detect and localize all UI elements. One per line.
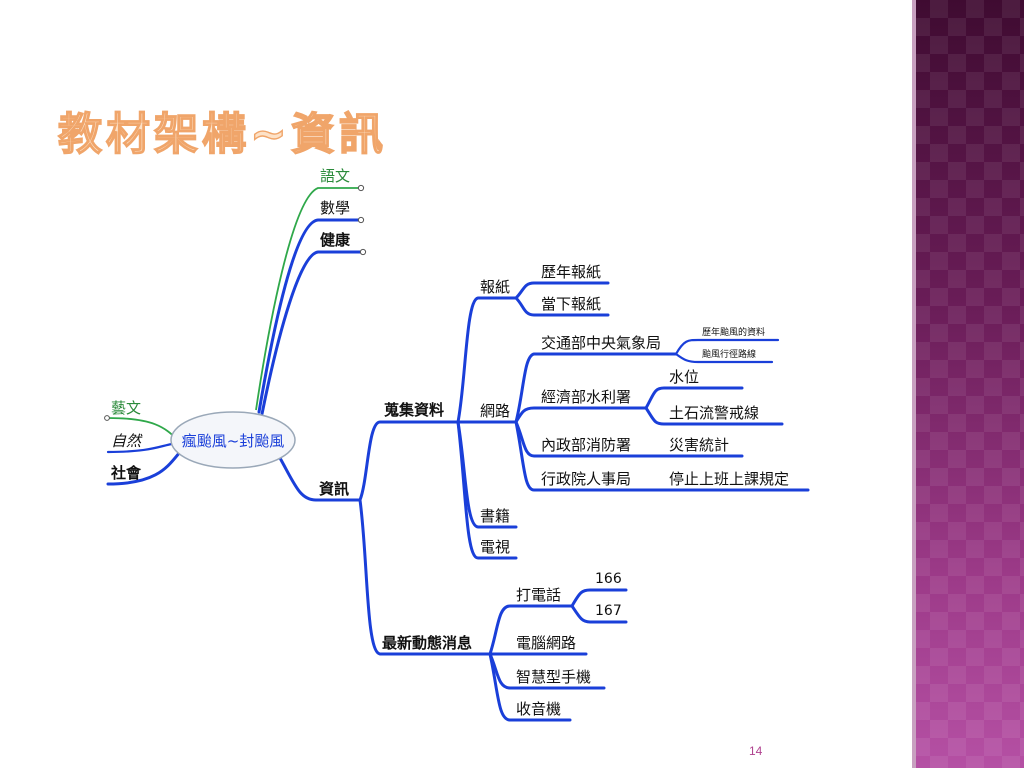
node-cwb-history: 歷年颱風的資料 (702, 326, 765, 338)
branch-line-yuwen (255, 187, 360, 411)
subject-arts: 藝文 (111, 399, 141, 417)
decorative-side-panel (912, 0, 1024, 768)
node-info: 資訊 (319, 480, 349, 498)
node-paper-now: 當下報紙 (541, 295, 601, 313)
branch-line-info (278, 456, 362, 502)
branch-line-water-level (644, 386, 744, 410)
node-radio: 收音機 (516, 700, 561, 718)
branch-line-latest (358, 498, 492, 656)
node-166: 166 (595, 571, 622, 587)
node-paper-past: 歷年報紙 (541, 263, 601, 281)
subject-health: 健康 (320, 231, 351, 249)
node-smartphone: 智慧型手機 (516, 668, 591, 686)
node-dot (357, 184, 365, 192)
branch-line-radio (488, 652, 572, 722)
branch-line-society (106, 450, 182, 486)
node-network: 網路 (480, 402, 510, 420)
node-books: 書籍 (480, 507, 510, 525)
subject-nature: 自然 (111, 432, 143, 450)
node-cwb-track: 颱風行徑路線 (702, 348, 756, 360)
node-computer: 電腦網路 (516, 634, 576, 652)
branch-line-health (260, 250, 364, 416)
upper-branches (255, 184, 367, 416)
branch-line-167 (570, 604, 628, 624)
subject-yuwen: 語文 (320, 167, 350, 185)
node-latest: 最新動態消息 (382, 634, 472, 652)
branch-line-166 (570, 588, 628, 608)
branch-line-newspaper (456, 296, 518, 424)
branch-line-collect (358, 420, 460, 502)
node-water-level: 水位 (669, 368, 699, 386)
slide-canvas (0, 0, 912, 768)
node-disaster: 災害統計 (669, 436, 729, 454)
branch-line-paper-now (514, 296, 610, 317)
node-newspaper: 報紙 (480, 278, 510, 296)
mind-map: 瘋颱風~封颱風 語文 數學 健康 藝文 自然 社會 資訊 蒐集資料 最新動態消息… (104, 167, 810, 722)
node-wra: 經濟部水利署 (541, 388, 631, 406)
subject-society: 社會 (110, 464, 142, 482)
node-phone: 打電話 (516, 586, 561, 604)
branch-line-cwb (514, 352, 678, 424)
branch-line-cwb-history (674, 338, 780, 356)
node-collect: 蒐集資料 (384, 401, 444, 419)
node-debris: 土石流警戒線 (669, 404, 759, 422)
slide-title: 教材架構~資訊 (57, 108, 387, 160)
branch-line-cwb-track (674, 352, 774, 364)
node-167: 167 (595, 603, 622, 619)
branch-line-dgpa (514, 420, 648, 492)
node-dgpa: 行政院人事局 (541, 470, 631, 488)
branch-line-phone (488, 604, 574, 656)
node-cwb: 交通部中央氣象局 (541, 334, 661, 352)
node-dot (104, 415, 110, 421)
node-dot (357, 216, 365, 224)
center-node-bubble (170, 411, 296, 469)
branch-line-wra (514, 406, 648, 424)
branch-line-paper-past (514, 281, 610, 300)
node-dot (359, 248, 367, 256)
branch-line-math (257, 218, 362, 414)
branch-line-tv (456, 420, 518, 560)
node-rules: 停止上班上課規定 (669, 470, 789, 488)
branch-line-nature (106, 442, 174, 454)
subject-math: 數學 (320, 199, 350, 217)
page-number: 14 (749, 744, 763, 758)
node-nfa: 內政部消防署 (541, 436, 631, 454)
left-branches (104, 415, 182, 486)
center-node-label: 瘋颱風~封颱風 (182, 432, 285, 450)
node-tv: 電視 (480, 538, 510, 556)
branch-line-debris (644, 406, 784, 426)
